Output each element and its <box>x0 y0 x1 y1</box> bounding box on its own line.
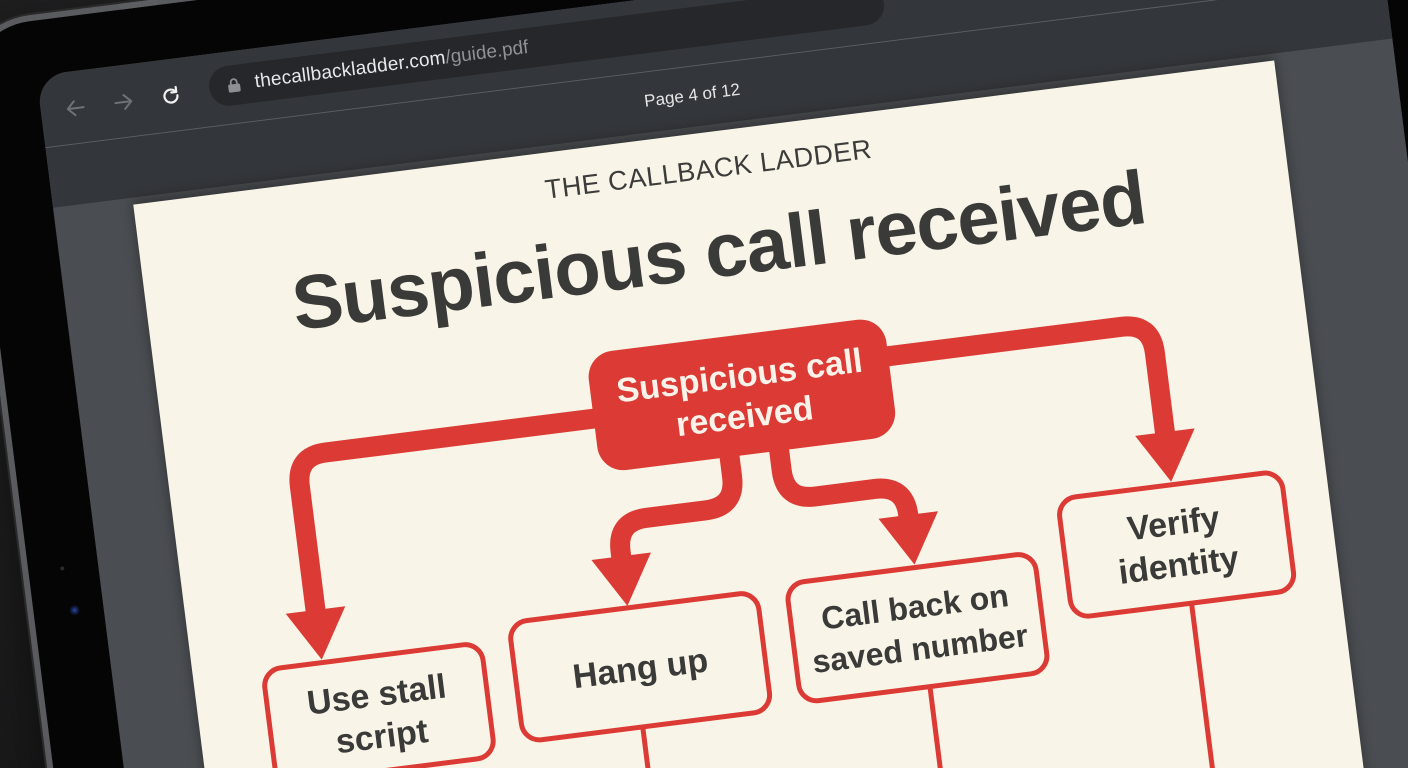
arrowhead-icon <box>1135 428 1195 482</box>
pdf-page: THE CALLBACK LADDER Suspicious call rece… <box>133 60 1387 768</box>
lock-icon <box>228 78 241 93</box>
connector-to-stall <box>289 408 604 625</box>
tablet-screen: thecallbackladder.com/guide.pdf Page 4 o… <box>36 0 1408 768</box>
browser-toolbar: thecallbackladder.com/guide.pdf <box>36 0 1385 149</box>
reload-icon <box>163 85 179 104</box>
back-button[interactable] <box>59 91 93 125</box>
flow-root-node: Suspicious call received <box>588 319 896 471</box>
forward-button[interactable] <box>107 85 141 119</box>
url-path: /guide.pdf <box>444 36 530 69</box>
arrowhead-icon <box>591 552 651 606</box>
connector-to-callback <box>768 435 919 530</box>
address-bar[interactable]: thecallbackladder.com/guide.pdf <box>206 0 887 109</box>
arrowhead-icon <box>878 511 939 565</box>
flow-option-verify-identity: Verify identity <box>1057 470 1297 619</box>
flow-option-stall-script: Use stall script <box>262 642 496 768</box>
arrow-right-icon <box>114 94 133 110</box>
flow-option-hang-up: Hang up <box>508 591 773 743</box>
flow-option-call-back: Call back on saved number <box>785 552 1050 704</box>
arrowhead-icon <box>285 606 346 660</box>
connector-to-verify <box>868 316 1176 448</box>
arrow-left-icon <box>66 100 85 117</box>
flowchart: Suspicious call received Use stall scrip… <box>262 316 1297 768</box>
connector-to-hangup <box>610 441 743 572</box>
url-host: thecallbackladder.com <box>253 47 447 93</box>
reload-button[interactable] <box>154 79 188 113</box>
